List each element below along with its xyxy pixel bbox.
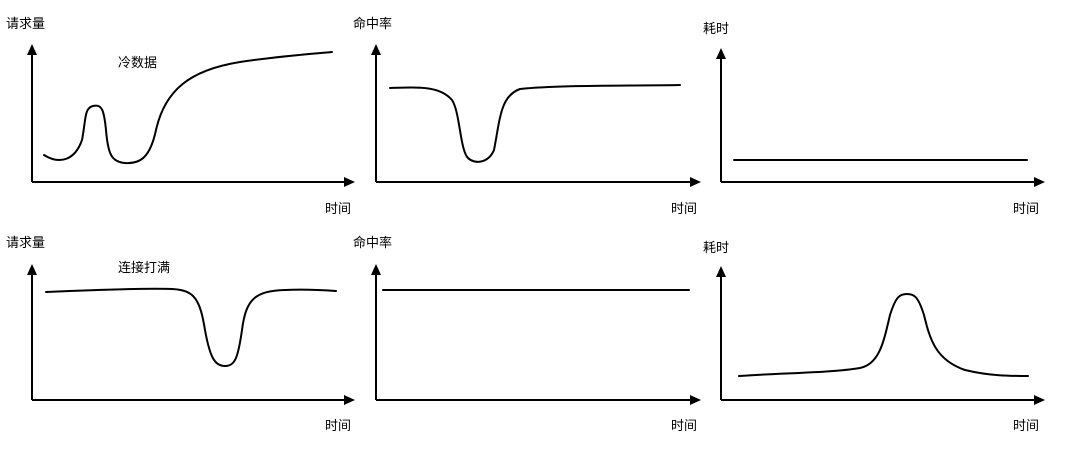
y-axis-arrow-icon bbox=[371, 264, 381, 275]
panel-hit-rate-connection-full: 命中率 时间 bbox=[353, 235, 701, 434]
request-volume-curve bbox=[43, 51, 333, 165]
y-axis-label: 请求量 bbox=[6, 17, 45, 32]
y-axis-label: 命中率 bbox=[353, 235, 392, 251]
y-axis-arrow-icon bbox=[716, 48, 726, 59]
x-axis-arrow-icon bbox=[1034, 395, 1045, 405]
panel-request-volume-cold-data: 请求量 时间 冷数据 bbox=[6, 17, 355, 217]
x-axis-arrow-icon bbox=[344, 177, 355, 187]
y-axis-arrow-icon bbox=[371, 44, 381, 55]
x-axis-arrow-icon bbox=[1034, 177, 1045, 187]
annotation-cold-data: 冷数据 bbox=[118, 56, 157, 71]
x-axis-label: 时间 bbox=[671, 202, 697, 217]
request-volume-curve bbox=[45, 287, 337, 367]
y-axis-arrow-icon bbox=[716, 266, 726, 277]
panel-hit-rate-cold-data: 命中率 时间 bbox=[353, 16, 701, 217]
annotation-connection-full: 连接打满 bbox=[118, 260, 170, 276]
x-axis-arrow-icon bbox=[344, 395, 355, 405]
y-axis-label: 请求量 bbox=[6, 236, 45, 251]
y-axis-label: 耗时 bbox=[703, 241, 729, 256]
y-axis-label: 命中率 bbox=[353, 16, 392, 32]
x-axis-label: 时间 bbox=[325, 202, 351, 217]
y-axis-arrow-icon bbox=[27, 44, 37, 55]
x-axis-label: 时间 bbox=[1013, 419, 1039, 434]
x-axis-arrow-icon bbox=[690, 395, 701, 405]
panel-latency-connection-full: 耗时 时间 bbox=[703, 241, 1045, 434]
y-axis-label: 耗时 bbox=[703, 22, 729, 37]
row-1: 请求量 时间 冷数据 命中率 时间 耗时 时间 bbox=[6, 16, 1045, 217]
hit-rate-curve bbox=[389, 84, 681, 163]
latency-curve bbox=[738, 293, 1029, 377]
x-axis-arrow-icon bbox=[690, 177, 701, 187]
row-2: 请求量 时间 连接打满 命中率 时间 耗时 时间 bbox=[6, 235, 1045, 434]
x-axis-label: 时间 bbox=[671, 419, 697, 434]
panel-request-volume-connection-full: 请求量 时间 连接打满 bbox=[6, 236, 355, 434]
y-axis-arrow-icon bbox=[27, 264, 37, 275]
x-axis-label: 时间 bbox=[1013, 202, 1039, 217]
x-axis-label: 时间 bbox=[325, 419, 351, 434]
panel-latency-cold-data: 耗时 时间 bbox=[703, 22, 1045, 217]
